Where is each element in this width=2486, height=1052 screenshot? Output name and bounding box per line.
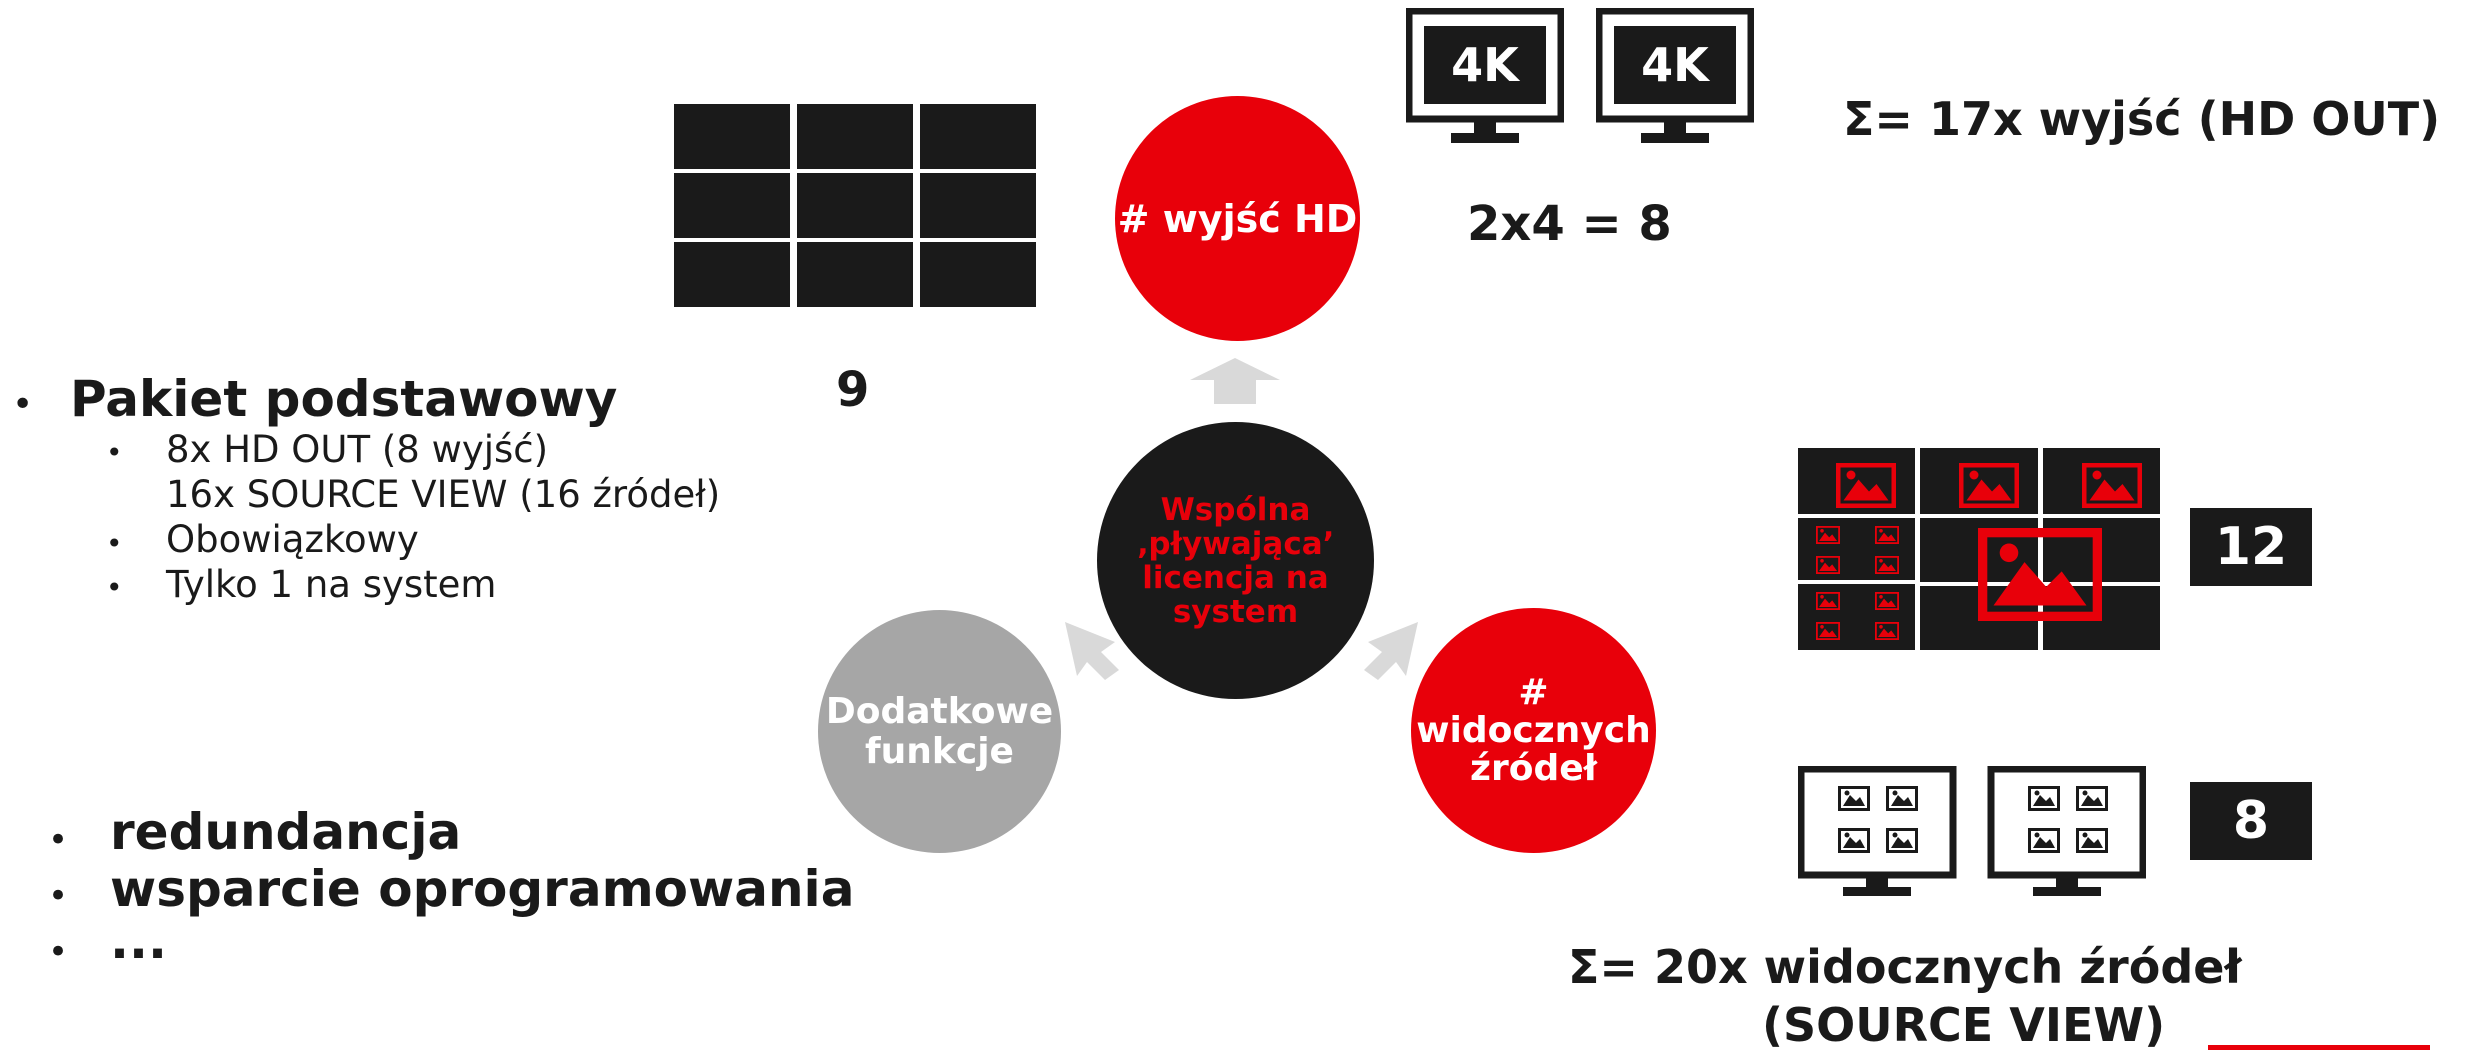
license-line: ‚pływająca’ <box>1136 525 1335 562</box>
arrow-up-icon <box>1190 358 1280 404</box>
hd-calculation: 2x4 = 8 <box>1467 196 1672 252</box>
sources-line: źródeł <box>1470 747 1597 789</box>
underline-accent <box>2208 1045 2430 1050</box>
floating-license-circle: Wspólna ‚pływająca’ licencja na system <box>1097 422 1374 699</box>
package-item-hd-out: 8x HD OUT (8 wyjść) <box>166 428 549 471</box>
bullet-marker: • <box>106 527 123 560</box>
feature-redundancy: redundancja <box>110 803 462 861</box>
hd-outputs-circle: # wyjść HD <box>1115 96 1360 341</box>
bullet-marker: • <box>106 436 123 469</box>
package-item-source-view: 16x SOURCE VIEW (16 źródeł) <box>166 473 721 516</box>
quad-view-monitors-icon <box>1798 766 2146 898</box>
source-count-box: 12 <box>2190 508 2312 586</box>
hd-outputs-label: # wyjść HD <box>1117 196 1358 241</box>
monitor-4k-label: 4K <box>1451 38 1519 92</box>
sources-line: # <box>1518 671 1549 713</box>
monitor-4k-icon: 4K <box>1596 8 1754 144</box>
bullet-marker: • <box>48 932 69 972</box>
package-item-mandatory: Obowiązkowy <box>166 518 419 561</box>
license-line: licencja na <box>1142 559 1329 596</box>
feature-more: ... <box>110 912 167 970</box>
sources-sum-line1: Σ= 20x widocznych źródeł <box>1568 940 2242 994</box>
monitor-4k-icon: 4K <box>1406 8 1564 144</box>
sources-sum-line2: (SOURCE VIEW) <box>1762 998 2166 1052</box>
arrow-down-left-icon <box>1065 622 1119 680</box>
sources-line: widocznych <box>1416 709 1651 751</box>
license-line: system <box>1172 593 1299 630</box>
package-item-one-per-system: Tylko 1 na system <box>166 563 497 606</box>
extra-line: Dodatkowe <box>825 690 1054 732</box>
extra-line: funkcje <box>865 730 1014 772</box>
video-wall-grid-icon <box>674 104 1036 307</box>
bullet-marker: • <box>48 820 69 860</box>
package-heading: Pakiet podstawowy <box>70 370 618 428</box>
visible-sources-circle: # widocznych źródeł <box>1411 608 1656 853</box>
arrow-down-right-icon <box>1364 622 1418 680</box>
bullet-marker: • <box>106 571 123 604</box>
monitor-4k-label: 4K <box>1641 38 1709 92</box>
feature-software-support: wsparcie oprogramowania <box>110 860 855 918</box>
extra-features-circle: Dodatkowe funkcje <box>818 610 1061 853</box>
hd-outputs-sum: Σ= 17x wyjść (HD OUT) <box>1843 92 2441 146</box>
grid-output-count: 9 <box>836 362 870 418</box>
bullet-marker: • <box>12 384 34 425</box>
source-count-box: 8 <box>2190 782 2312 860</box>
license-line: Wspólna <box>1160 491 1311 528</box>
source-view-wall-icon <box>1798 448 2160 650</box>
bullet-marker: • <box>48 876 69 916</box>
